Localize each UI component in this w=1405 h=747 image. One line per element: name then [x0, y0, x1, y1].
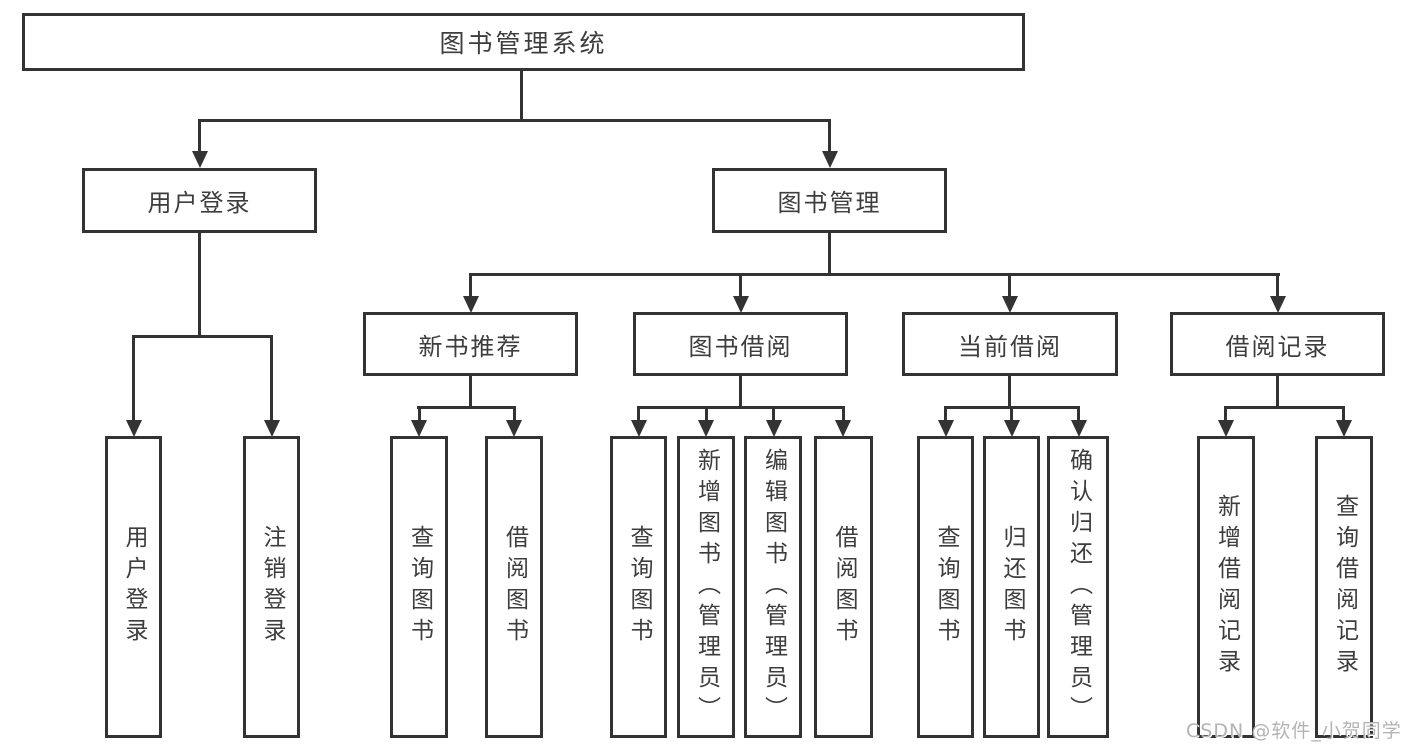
node-new-book-recommend-label: 新书推荐 — [418, 332, 523, 361]
leaf-current-confirm-return-admin-label: 确认归还（管理员） — [1065, 447, 1092, 727]
leaf-borrow-add-book-admin: 新增图书（管理员） — [677, 436, 735, 738]
connector-line — [513, 406, 516, 421]
connector-line — [198, 233, 201, 335]
arrow-down-icon — [1336, 420, 1352, 437]
connector-line — [1010, 406, 1013, 421]
node-user-login-label: 用户登录 — [147, 189, 252, 217]
node-borrow-records: 借阅记录 — [1170, 312, 1385, 376]
connector-line — [828, 119, 831, 152]
node-book-borrow-label: 图书借阅 — [688, 332, 793, 361]
arrow-down-icon — [733, 296, 749, 313]
arrow-down-icon — [411, 420, 427, 437]
connector-line — [828, 233, 831, 273]
arrow-down-icon — [506, 420, 522, 437]
node-user-login: 用户登录 — [82, 168, 317, 233]
leaf-current-return-book-label: 归还图书 — [999, 525, 1025, 649]
node-book-management: 图书管理 — [712, 168, 947, 233]
arrow-down-icon — [698, 420, 714, 437]
node-book-borrow: 图书借阅 — [633, 312, 848, 376]
arrow-down-icon — [1270, 296, 1286, 313]
leaf-current-confirm-return-admin: 确认归还（管理员） — [1047, 436, 1109, 738]
leaf-recommend-borrow-book: 借阅图书 — [485, 436, 543, 738]
connector-line — [1224, 406, 1345, 409]
leaf-records-add-record-label: 新增借阅记录 — [1213, 494, 1240, 680]
leaf-borrow-borrow-book-label: 借阅图书 — [831, 525, 857, 649]
leaf-logout-label: 注销登录 — [259, 525, 285, 649]
arrow-down-icon — [1002, 296, 1018, 313]
arrow-down-icon — [631, 420, 647, 437]
leaf-recommend-borrow-book-label: 借阅图书 — [501, 525, 528, 649]
leaf-borrow-query-book-label: 查询图书 — [626, 525, 652, 649]
leaf-records-query-record-label: 查询借阅记录 — [1331, 494, 1358, 680]
connector-line — [417, 406, 515, 409]
connector-line — [637, 406, 640, 421]
node-book-management-label: 图书管理 — [777, 189, 882, 217]
arrow-down-icon — [1004, 420, 1020, 437]
connector-line — [1008, 273, 1011, 297]
node-current-borrow: 当前借阅 — [902, 312, 1118, 376]
connector-line — [1276, 273, 1279, 297]
connector-line — [1224, 406, 1227, 421]
leaf-current-return-book: 归还图书 — [983, 436, 1040, 738]
leaf-borrow-edit-book-admin-label: 编辑图书（管理员） — [760, 447, 787, 727]
connector-line — [1077, 406, 1080, 421]
arrow-down-icon — [1071, 420, 1087, 437]
node-library-system-label: 图书管理系统 — [439, 29, 608, 58]
connector-line — [520, 70, 523, 119]
leaf-borrow-query-book: 查询图书 — [610, 436, 667, 738]
leaf-borrow-add-book-admin-label: 新增图书（管理员） — [693, 447, 720, 727]
arrow-down-icon — [264, 420, 280, 437]
connector-line — [198, 119, 831, 122]
connector-line — [132, 335, 273, 338]
connector-line — [944, 406, 947, 421]
connector-line — [270, 335, 273, 421]
connector-line — [418, 406, 421, 421]
connector-line — [842, 406, 845, 421]
arrow-down-icon — [463, 296, 479, 313]
arrow-down-icon — [938, 420, 954, 437]
leaf-borrow-borrow-book: 借阅图书 — [814, 436, 873, 738]
arrow-down-icon — [192, 151, 208, 168]
connector-line — [198, 119, 201, 152]
connector-line — [1008, 376, 1011, 406]
connector-line — [132, 335, 135, 421]
leaf-records-add-record: 新增借阅记录 — [1197, 436, 1255, 738]
node-borrow-records-label: 借阅记录 — [1225, 332, 1330, 361]
arrow-down-icon — [766, 420, 782, 437]
connector-line — [637, 406, 844, 409]
connector-line — [739, 376, 742, 406]
node-current-borrow-label: 当前借阅 — [958, 332, 1062, 361]
arrow-down-icon — [1218, 420, 1234, 437]
connector-line — [772, 406, 775, 421]
node-new-book-recommend: 新书推荐 — [363, 312, 578, 376]
connector-line — [705, 406, 708, 421]
arrow-down-icon — [835, 420, 851, 437]
leaf-user-login-label: 用户登录 — [121, 525, 147, 649]
leaf-current-query-book: 查询图书 — [917, 436, 974, 738]
leaf-recommend-query-book-label: 查询图书 — [406, 525, 433, 649]
leaf-borrow-edit-book-admin: 编辑图书（管理员） — [744, 436, 802, 738]
leaf-recommend-query-book: 查询图书 — [390, 436, 448, 738]
leaf-logout: 注销登录 — [243, 436, 300, 738]
connector-line — [739, 273, 742, 297]
connector-line — [469, 376, 472, 406]
connector-line — [469, 273, 472, 297]
watermark: CSDN @软件_小贺同学 — [1186, 720, 1402, 742]
arrow-down-icon — [126, 420, 142, 437]
leaf-user-login: 用户登录 — [105, 436, 162, 738]
connector-line — [469, 273, 1280, 276]
connector-line — [1342, 406, 1345, 421]
leaf-current-query-book-label: 查询图书 — [933, 525, 959, 649]
leaf-records-query-record: 查询借阅记录 — [1315, 436, 1373, 738]
arrow-down-icon — [822, 151, 838, 168]
node-library-system: 图书管理系统 — [22, 13, 1025, 71]
connector-line — [1276, 376, 1279, 406]
